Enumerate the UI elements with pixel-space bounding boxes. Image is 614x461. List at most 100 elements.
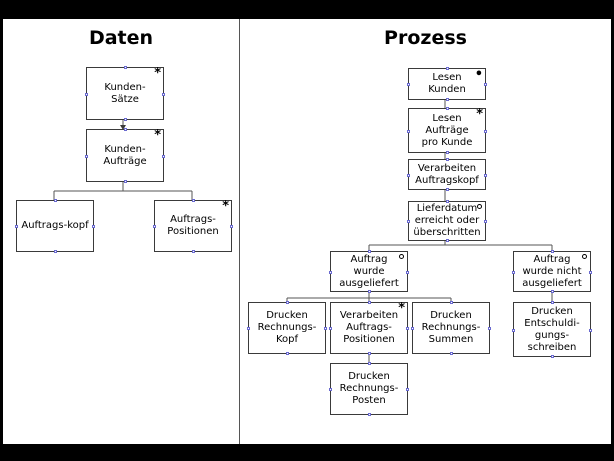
connection-handle[interactable] bbox=[368, 250, 371, 253]
connection-handle[interactable] bbox=[406, 327, 409, 330]
node-label: Verarbeiten Auftragskopf bbox=[415, 162, 479, 186]
connection-handle[interactable] bbox=[488, 327, 491, 330]
connection-handle[interactable] bbox=[450, 352, 453, 355]
connection-handle[interactable] bbox=[153, 225, 156, 228]
connection-handle[interactable] bbox=[512, 270, 515, 274]
connection-handle[interactable] bbox=[162, 92, 165, 96]
connection-handle[interactable] bbox=[329, 388, 332, 391]
node-kunden-saetze[interactable]: Kunden- Sätze * bbox=[85, 66, 165, 121]
connection-handle[interactable] bbox=[407, 83, 410, 86]
node-label: Drucken Rechnungs- Summen bbox=[421, 310, 481, 345]
iteration-marker: * bbox=[222, 199, 229, 214]
node-lesen-kunden[interactable]: Lesen Kunden • bbox=[407, 67, 487, 101]
connection-handle[interactable] bbox=[124, 118, 127, 121]
node-auftrags-kopf[interactable]: Auftrags-kopf bbox=[15, 199, 95, 253]
connection-handle[interactable] bbox=[368, 290, 371, 293]
connection-handle[interactable] bbox=[407, 129, 410, 133]
connection-handle[interactable] bbox=[551, 290, 554, 293]
connector-lines bbox=[53, 100, 553, 363]
node-label: Auftrag wurde ausgeliefert bbox=[339, 253, 399, 289]
connection-handle[interactable] bbox=[286, 352, 289, 355]
connection-handle[interactable] bbox=[446, 98, 449, 101]
connection-handle[interactable] bbox=[407, 220, 410, 223]
connection-handle[interactable] bbox=[85, 154, 88, 158]
node-auftrag-nicht-ausgeliefert[interactable]: Auftrag wurde nicht ausgeliefert bbox=[512, 250, 592, 293]
heading-process: Prozess bbox=[384, 27, 467, 49]
connection-handle[interactable] bbox=[124, 128, 127, 131]
connection-handle[interactable] bbox=[54, 250, 57, 253]
connection-handle[interactable] bbox=[446, 188, 449, 191]
connection-handle[interactable] bbox=[411, 327, 414, 330]
connection-handle[interactable] bbox=[512, 328, 515, 332]
connection-handle[interactable] bbox=[15, 225, 18, 228]
node-lieferdatum[interactable]: Lieferdatum erreicht oder überschritten bbox=[407, 200, 487, 242]
connection-handle[interactable] bbox=[406, 388, 409, 391]
connection-handle[interactable] bbox=[446, 107, 449, 110]
selection-circle-icon bbox=[399, 254, 404, 259]
connection-handle[interactable] bbox=[484, 220, 487, 223]
node-label: Drucken Rechnungs- Kopf bbox=[257, 310, 317, 345]
node-label: Auftrags- Positionen bbox=[167, 214, 219, 237]
connection-handle[interactable] bbox=[368, 413, 371, 416]
node-drucken-rechnungskopf[interactable]: Drucken Rechnungs- Kopf bbox=[247, 301, 327, 355]
connection-handle[interactable] bbox=[484, 173, 487, 177]
connection-handle[interactable] bbox=[85, 92, 88, 96]
selection-circle-icon bbox=[477, 204, 482, 209]
connection-handle[interactable] bbox=[446, 67, 449, 70]
node-drucken-rechnungssummen[interactable]: Drucken Rechnungs- Summen bbox=[411, 301, 491, 355]
connection-handle[interactable] bbox=[551, 355, 554, 358]
node-label: Verarbeiten Auftrags- Positionen bbox=[339, 310, 399, 345]
arrowhead-saetze-auftraege bbox=[120, 125, 126, 130]
iteration-marker: * bbox=[154, 128, 161, 143]
connection-handle[interactable] bbox=[551, 301, 554, 304]
connection-handle[interactable] bbox=[446, 158, 449, 161]
node-label: Kunden- Sätze bbox=[104, 81, 146, 105]
connection-handle[interactable] bbox=[368, 301, 371, 304]
connection-handle[interactable] bbox=[192, 250, 195, 253]
connection-handle[interactable] bbox=[329, 327, 332, 330]
connection-handle[interactable] bbox=[247, 327, 250, 330]
connection-handle[interactable] bbox=[407, 173, 410, 177]
connection-handle[interactable] bbox=[446, 151, 449, 154]
connection-handle[interactable] bbox=[589, 270, 592, 274]
connection-handle[interactable] bbox=[446, 239, 449, 242]
selection-circle-icon bbox=[582, 254, 587, 259]
connection-handle[interactable] bbox=[368, 352, 371, 355]
connection-handle[interactable] bbox=[230, 225, 233, 228]
connection-handle[interactable] bbox=[324, 327, 327, 330]
node-drucken-entschuldigungsschreiben[interactable]: Drucken Entschuldi- gungs- schreiben bbox=[512, 301, 592, 358]
node-auftrag-ausgeliefert[interactable]: Auftrag wurde ausgeliefert bbox=[329, 250, 409, 293]
heading-data: Daten bbox=[88, 27, 154, 49]
connection-handle[interactable] bbox=[484, 129, 487, 133]
node-label: Drucken Rechnungs- Posten bbox=[339, 371, 399, 406]
connection-handle[interactable] bbox=[162, 154, 165, 158]
connection-handle[interactable] bbox=[54, 199, 57, 202]
iteration-marker: * bbox=[398, 301, 405, 316]
connection-handle[interactable] bbox=[551, 250, 554, 253]
iteration-marker: * bbox=[476, 107, 483, 122]
connection-handle[interactable] bbox=[192, 199, 195, 202]
connection-handle[interactable] bbox=[124, 66, 127, 69]
selection-marker: • bbox=[474, 67, 483, 82]
connection-handle[interactable] bbox=[368, 362, 371, 365]
node-auftrags-positionen[interactable]: Auftrags- Positionen * bbox=[153, 199, 233, 253]
connection-handle[interactable] bbox=[589, 328, 592, 332]
connection-handle[interactable] bbox=[124, 180, 127, 183]
node-label: Kunden- Aufträge bbox=[103, 143, 147, 167]
node-kunden-auftraege[interactable]: Kunden- Aufträge * bbox=[85, 128, 165, 183]
connection-handle[interactable] bbox=[406, 270, 409, 274]
connection-handle[interactable] bbox=[286, 301, 289, 304]
node-drucken-rechnungsposten[interactable]: Drucken Rechnungs- Posten bbox=[329, 362, 409, 416]
node-verarbeiten-auftragskopf[interactable]: Verarbeiten Auftragskopf bbox=[407, 158, 487, 191]
connection-handle[interactable] bbox=[450, 301, 453, 304]
node-verarbeiten-auftragspositionen[interactable]: Verarbeiten Auftrags- Positionen * bbox=[329, 301, 409, 355]
node-label: Lesen Kunden bbox=[428, 72, 466, 95]
connection-handle[interactable] bbox=[484, 83, 487, 86]
connection-handle[interactable] bbox=[446, 200, 449, 203]
node-label: Drucken Entschuldi- gungs- schreiben bbox=[524, 305, 580, 353]
node-lesen-auftraege[interactable]: Lesen Aufträge pro Kunde * bbox=[407, 107, 487, 154]
node-label: Lesen Aufträge pro Kunde bbox=[421, 112, 473, 148]
connection-handle[interactable] bbox=[329, 270, 332, 274]
node-label: Auftrags-kopf bbox=[21, 220, 89, 231]
connection-handle[interactable] bbox=[92, 225, 95, 228]
